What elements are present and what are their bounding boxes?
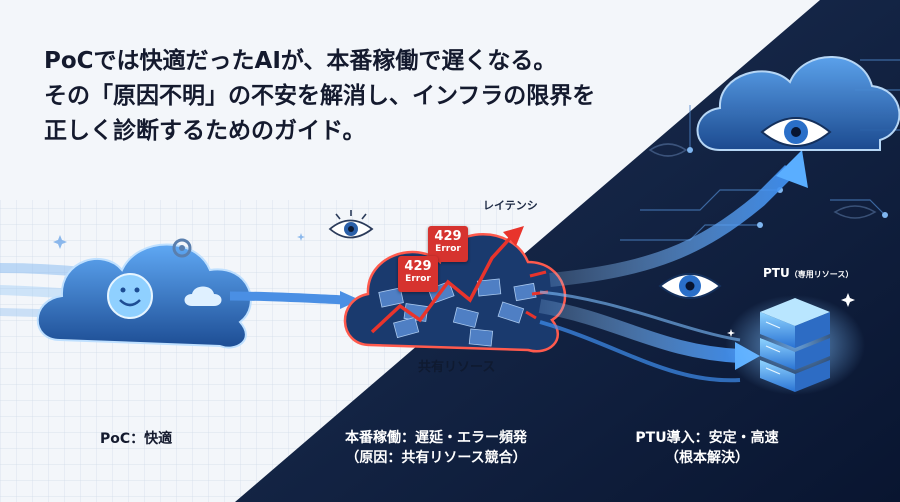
latency-label: レイテンシ [483, 199, 538, 212]
production-label-line-2: （原因：共有リソース競合） [345, 450, 527, 466]
ptu-tag: PTU（専用リソース） [763, 262, 853, 281]
headline-line-2: その「原因不明」の不安を解消し、インフラの限界を [44, 83, 596, 109]
poc-label: PoC：快適 [100, 431, 173, 447]
error-429-badge: 429 Error [398, 256, 438, 292]
circuit-lines [620, 59, 900, 241]
error-word: Error [405, 274, 431, 284]
shared-resource-label: 共有リソース [418, 360, 496, 375]
poc-cloud [36, 238, 252, 349]
ptu-tag-sub: （専用リソース） [789, 270, 854, 279]
ptu-tag-main: PTU [763, 266, 790, 280]
sparkle-icon [727, 293, 855, 337]
eye-icon [760, 117, 832, 147]
eye-icon [658, 273, 722, 299]
error-code: 429 [404, 259, 432, 274]
ptu-cloud [696, 56, 900, 151]
production-label-line-1: 本番稼働：遅延・エラー頻発 [345, 430, 527, 446]
ptu-label: PTU導入：安定・高速 （根本解決） [632, 428, 782, 468]
error-word: Error [435, 244, 461, 254]
ptu-label-line-2: （根本解決） [665, 450, 749, 466]
ptu-label-line-1: PTU導入：安定・高速 [635, 430, 779, 446]
headline: PoCでは快適だったAIが、本番稼働で遅くなる。 その「原因不明」の不安を解消し… [44, 44, 644, 149]
worried-eye-icon [328, 210, 374, 239]
error-429-badge: 429 Error [428, 226, 468, 262]
server-stack-icon [725, 295, 865, 395]
headline-line-1: PoCでは快適だったAIが、本番稼働で遅くなる。 [44, 48, 557, 74]
headline-line-3: 正しく診断するためのガイド。 [44, 118, 366, 144]
production-label: 本番稼働：遅延・エラー頻発 （原因：共有リソース競合） [345, 428, 527, 468]
error-code: 429 [434, 229, 462, 244]
